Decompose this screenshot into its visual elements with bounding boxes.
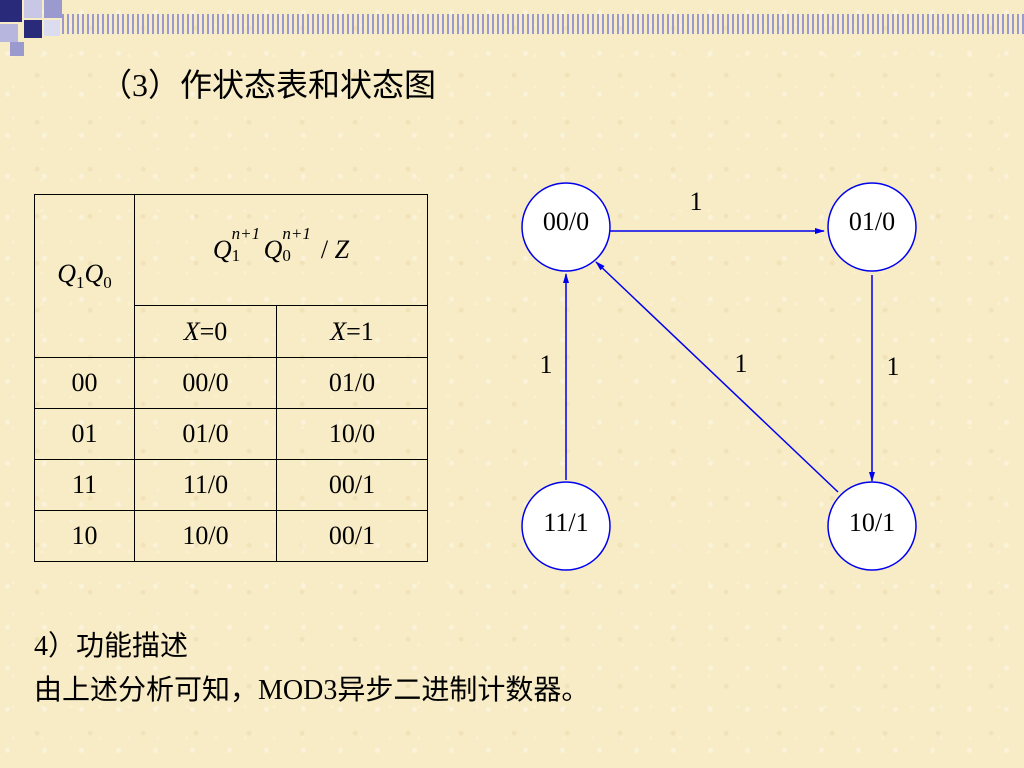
slide-heading: （3）作状态表和状态图 — [100, 67, 437, 103]
table-cell-x1: 00/1 — [276, 510, 428, 562]
edge-label-10-00: 1 — [735, 349, 748, 378]
table-cell-x0: 00/0 — [134, 357, 277, 409]
table-row: 10 10/0 00/1 — [34, 510, 428, 562]
table-cell-x0: 01/0 — [134, 408, 277, 460]
table-row: 11 11/0 00/1 — [34, 459, 428, 511]
header-present-state: Q1Q0 — [34, 194, 135, 358]
function-description-heading: 4）功能描述 — [34, 631, 189, 662]
table-cell-state: 11 — [34, 459, 135, 511]
header-x1: X=1 — [276, 305, 428, 358]
table-row: 01 01/0 10/0 — [34, 408, 428, 460]
table-cell-state: 00 — [34, 357, 135, 409]
state-node-01: 01/0 — [827, 182, 917, 272]
header-x0: X=0 — [134, 305, 277, 358]
state-node-11-label: 11/1 — [543, 508, 588, 537]
edge-label-01-10: 1 — [887, 352, 900, 381]
state-node-10-label: 10/1 — [849, 508, 895, 537]
state-node-00: 00/0 — [521, 182, 611, 272]
state-node-00-label: 00/0 — [543, 207, 589, 236]
table-cell-x1: 01/0 — [276, 357, 428, 409]
table-cell-x1: 10/0 — [276, 408, 428, 460]
table-cell-x1: 00/1 — [276, 459, 428, 511]
state-node-11: 11/1 — [521, 481, 611, 571]
top-stripe-bar — [62, 14, 1024, 34]
state-diagram: 1 1 1 1 00/0 01/0 11/1 10/1 — [521, 182, 917, 571]
table-cell-state: 10 — [34, 510, 135, 562]
edge-10-to-00 — [595, 261, 839, 493]
state-node-01-label: 01/0 — [849, 207, 895, 236]
table-cell-x0: 11/0 — [134, 459, 277, 511]
table-cell-state: 01 — [34, 408, 135, 460]
edge-label-00-01: 1 — [690, 187, 703, 216]
table-cell-x0: 10/0 — [134, 510, 277, 562]
state-node-10: 10/1 — [827, 481, 917, 571]
corner-decoration — [0, 0, 90, 60]
function-description-text: 由上述分析可知，MOD3异步二进制计数器。 — [34, 675, 590, 706]
table-row: 00 00/0 01/0 — [34, 357, 428, 409]
edge-label-11-00: 1 — [540, 350, 553, 379]
